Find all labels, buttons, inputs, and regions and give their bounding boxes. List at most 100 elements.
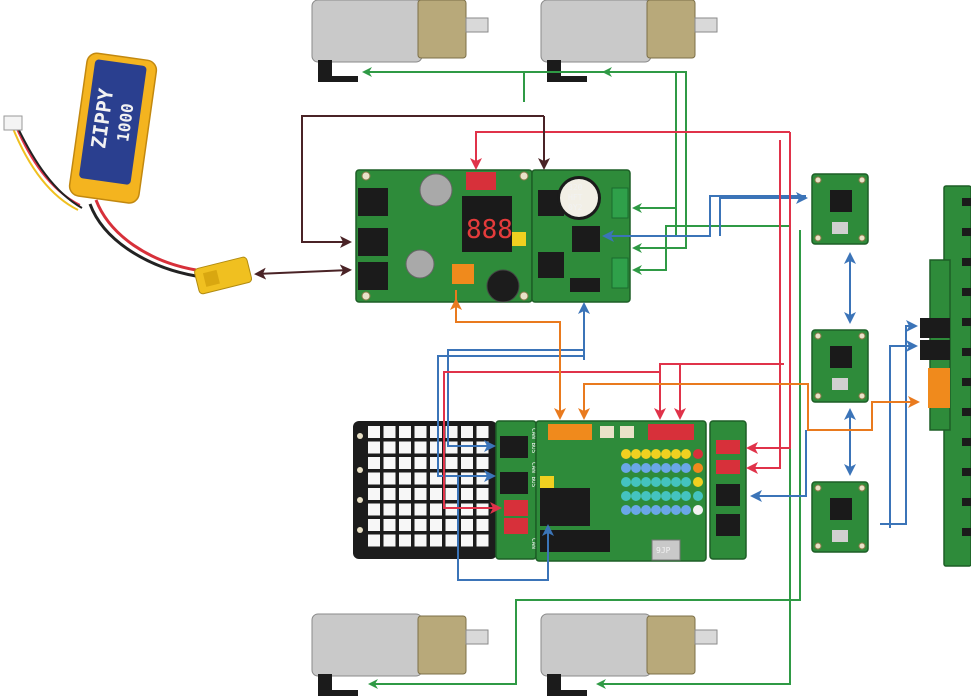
wires-brown [254, 115, 550, 280]
servo-pin [681, 477, 691, 487]
led-matrix-cell [445, 534, 458, 547]
servo-pin [641, 491, 651, 501]
wire-green-driver-3 [632, 225, 790, 275]
led-matrix-cell [476, 519, 489, 531]
servo-pin [671, 491, 681, 501]
can-bus-label-top: CAN BUS [530, 428, 537, 454]
io-side-board [709, 420, 747, 560]
led-matrix-cell [476, 472, 489, 485]
servo-pin [661, 463, 671, 473]
led-matrix-cell [476, 503, 489, 516]
servo-pin-end [693, 505, 703, 515]
sensor-bar-led [962, 468, 971, 476]
led-matrix-cell [414, 488, 427, 500]
led-matrix-cell [430, 441, 442, 454]
motor-bottom-left [311, 613, 489, 696]
wire-red-io-2 [746, 140, 781, 474]
sensor-bar-led [962, 438, 971, 446]
main-controller-board: 9JP [535, 420, 707, 562]
servo-pin [631, 505, 641, 515]
wire-red-main-1 [654, 363, 784, 420]
motor-bottom-right [540, 613, 718, 696]
led-matrix-cell [383, 534, 396, 547]
motor-driver-board: 320 HFT 0Y2 [531, 169, 631, 303]
wire-green-motor-tr [602, 67, 677, 236]
led-matrix-cell [430, 488, 442, 500]
motor-top-left [311, 0, 489, 82]
servo-pin [681, 505, 691, 515]
servo-pin [671, 477, 681, 487]
led-matrix-cell [430, 426, 442, 438]
led-matrix-cell [445, 503, 458, 516]
led-matrix-cell [414, 519, 427, 531]
servo-pin [641, 463, 651, 473]
led-matrix-grid [368, 426, 489, 547]
led-matrix-cell [383, 503, 396, 516]
led-matrix-cell [368, 488, 380, 500]
wire-blue-driver-in [602, 195, 806, 242]
led-matrix-cell [445, 488, 458, 500]
led-matrix-cell [461, 457, 473, 469]
sensor-module-middle [811, 329, 869, 403]
wire-red-power-in [470, 131, 790, 170]
wires-orange [450, 290, 920, 431]
wire-blue-can-mid [437, 355, 584, 482]
wire-orange-bar [800, 383, 920, 431]
led-matrix-cell [476, 488, 489, 500]
led-matrix-cell [368, 472, 380, 485]
led-matrix-cell [368, 503, 380, 516]
led-matrix-cell [399, 457, 411, 469]
servo-pin [621, 477, 631, 487]
sensor-bar-led [962, 408, 971, 416]
led-matrix-cell [383, 472, 396, 485]
led-matrix-cell [430, 457, 442, 469]
led-matrix-cell [430, 534, 442, 547]
buzzer-text-2: HFT [568, 193, 583, 202]
servo-pin [651, 491, 661, 501]
sensor-bar-led [962, 348, 971, 356]
wire-green-motor-bl [368, 230, 801, 689]
led-matrix-cell [414, 441, 427, 454]
led-matrix-cell [445, 457, 458, 469]
can-bus-label-mid: CAN BUS [530, 462, 537, 488]
wire-red-can [443, 371, 660, 514]
servo-pin [661, 449, 671, 459]
led-matrix-cell [476, 534, 489, 547]
led-matrix-cell [461, 534, 473, 547]
servo-pin [681, 463, 691, 473]
led-matrix-cell [368, 534, 380, 547]
servo-pin [631, 491, 641, 501]
wires-blue [437, 192, 918, 581]
led-matrix-cell [383, 441, 396, 454]
wires-green [362, 67, 801, 689]
usb-label: 9JP [656, 546, 671, 555]
seven-segment-display: 888 [462, 196, 513, 252]
servo-pin [631, 463, 641, 473]
sensor-bar-led [962, 198, 971, 206]
led-matrix-cell [399, 426, 411, 438]
wire-blue-sensor-top [719, 192, 808, 236]
servo-pin [621, 449, 631, 459]
lipo-battery: ZIPPY 1000 [3, 52, 253, 295]
wire-blue-bar-1 [880, 320, 918, 525]
led-matrix-cell [399, 441, 411, 454]
led-matrix-cell [399, 488, 411, 500]
servo-pin [651, 463, 661, 473]
servo-pin [621, 505, 631, 515]
sensor-bar-led [962, 498, 971, 506]
sensor-bar-led [962, 318, 971, 326]
servo-pin-rows [621, 449, 703, 515]
servo-pin [671, 449, 681, 459]
led-matrix-cell [430, 503, 442, 516]
motor-top-right [540, 0, 718, 82]
wire-brown-switch [301, 115, 544, 248]
servo-pin [651, 505, 661, 515]
led-matrix-cell [461, 426, 473, 438]
buzzer-text-1: 320 [568, 183, 583, 192]
servo-pin [671, 463, 681, 473]
can-bus-board: CAN BUS CAN BUS CAN [495, 420, 537, 560]
servo-pin-end [693, 449, 703, 459]
led-matrix-cell [476, 441, 489, 454]
led-matrix-cell [476, 426, 489, 438]
